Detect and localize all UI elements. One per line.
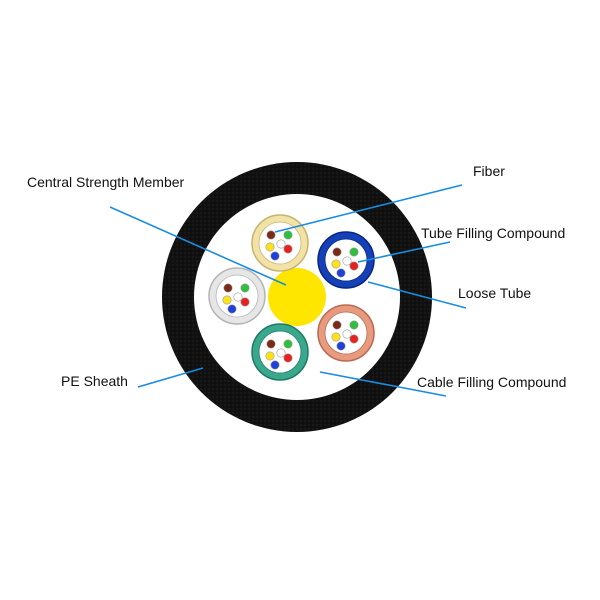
fiber bbox=[332, 320, 342, 330]
fiber bbox=[336, 268, 346, 278]
fiber bbox=[331, 259, 341, 269]
fiber bbox=[265, 351, 275, 361]
fiber bbox=[240, 297, 250, 307]
fiber bbox=[222, 295, 232, 305]
loose-tube-orange-tube bbox=[317, 304, 375, 362]
fiber bbox=[227, 304, 237, 314]
fiber bbox=[223, 283, 233, 293]
fiber bbox=[240, 283, 250, 293]
fiber bbox=[283, 244, 293, 254]
fiber bbox=[283, 339, 293, 349]
central-strength-member bbox=[268, 268, 326, 326]
fiber bbox=[336, 341, 346, 351]
leader-lines bbox=[109, 184, 467, 397]
pe-sheath-label: PE Sheath bbox=[61, 373, 128, 389]
loose-tubes-group bbox=[208, 214, 375, 381]
fiber bbox=[276, 348, 286, 358]
fiber bbox=[342, 256, 352, 266]
fiber bbox=[331, 332, 341, 342]
fiber bbox=[270, 360, 280, 370]
fiber bbox=[270, 251, 280, 261]
fiber bbox=[283, 353, 293, 363]
loose-tube-leader-line bbox=[367, 281, 467, 309]
fiber bbox=[349, 247, 359, 257]
central-strength-member-leader-line bbox=[109, 206, 287, 286]
cable-filling-compound-label: Cable Filling Compound bbox=[417, 374, 566, 390]
fiber bbox=[283, 230, 293, 240]
fiber bbox=[233, 292, 243, 302]
tube-filling-compound-leader-line bbox=[357, 241, 451, 263]
fiber bbox=[342, 329, 352, 339]
fiber bbox=[349, 320, 359, 330]
fiber-leader-line bbox=[274, 184, 463, 233]
tube-filling-compound-label: Tube Filling Compound bbox=[421, 225, 565, 241]
fiber bbox=[276, 239, 286, 249]
loose-tube-label: Loose Tube bbox=[458, 285, 531, 301]
loose-tube-white-tube bbox=[208, 267, 266, 325]
fiber-label: Fiber bbox=[473, 163, 505, 179]
loose-tube-green-tube bbox=[251, 323, 309, 381]
fiber bbox=[349, 261, 359, 271]
cable-filling-compound-leader-line bbox=[319, 371, 447, 397]
fiber bbox=[265, 242, 275, 252]
fiber bbox=[266, 230, 276, 240]
loose-tube-natural-tube bbox=[251, 214, 309, 272]
loose-tube-blue-tube bbox=[317, 231, 375, 289]
fiber bbox=[349, 334, 359, 344]
central-strength-member-label: Central Strength Member bbox=[27, 174, 185, 190]
fiber bbox=[332, 247, 342, 257]
fiber bbox=[266, 339, 276, 349]
pe-sheath-leader-line bbox=[137, 367, 204, 388]
